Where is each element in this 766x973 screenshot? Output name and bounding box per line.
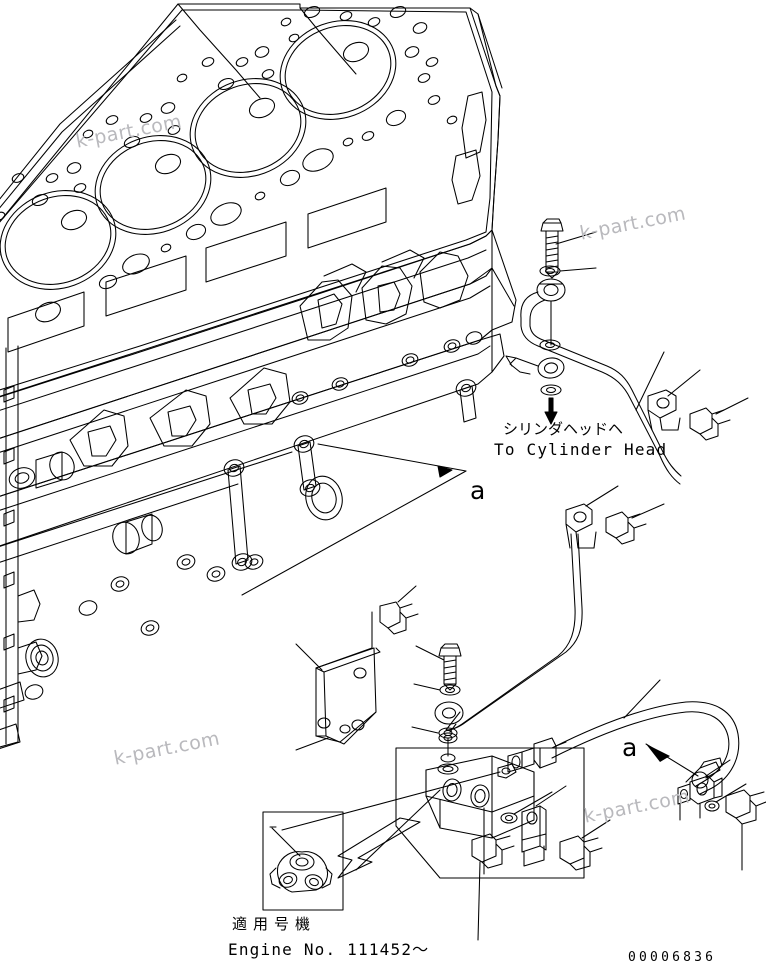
engine-block-top-deck — [0, 3, 503, 398]
stud-and-right-fasteners — [500, 785, 611, 871]
callout-a-upper-leader — [241, 443, 467, 596]
mount-plate — [295, 611, 381, 751]
callout-a-lower-leader — [645, 743, 709, 789]
junction-block-area — [281, 747, 585, 879]
tube-clamp-mid — [565, 485, 665, 549]
upper-banjo-group — [505, 218, 597, 425]
hose-assembly — [507, 679, 766, 871]
oil-tube-upper — [520, 291, 682, 485]
engine-block-left-flange — [0, 345, 43, 748]
engine-block-lower-side — [0, 329, 493, 749]
engine-block-right-end — [479, 229, 517, 373]
block-bolt-lower — [471, 833, 515, 941]
applicability-label-en: Engine No. 111452～ — [228, 940, 430, 959]
applicability-label-jp: 適用号機 — [232, 915, 317, 933]
to-cylinder-head-label-en: To Cylinder Head — [494, 440, 668, 459]
tube-clamp-upper — [647, 369, 749, 441]
callout-a-upper: a — [470, 476, 486, 505]
drawing-number: 00006836 — [628, 950, 717, 965]
plate-bolt — [379, 585, 419, 635]
to-cylinder-head-label-jp: シリンダヘッドヘ — [503, 420, 624, 438]
detail-inset — [262, 811, 421, 911]
engine-block-upper-side — [0, 187, 493, 439]
lower-banjo-group — [411, 643, 464, 763]
callout-a-lower: a — [622, 733, 638, 762]
oil-tube-lower — [445, 533, 583, 733]
engine-block-main-side — [0, 267, 493, 571]
block-washer-upper — [438, 732, 458, 744]
